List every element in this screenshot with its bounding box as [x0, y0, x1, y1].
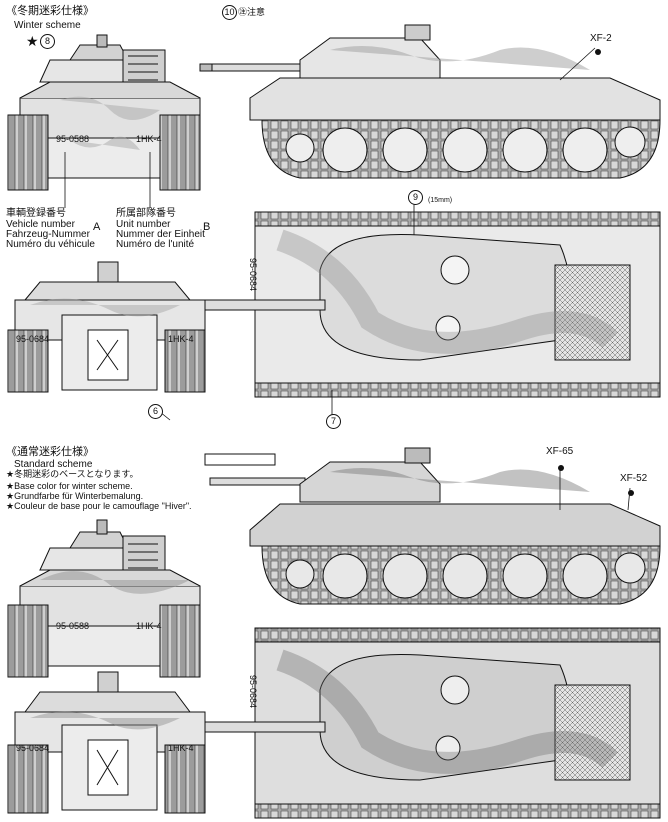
marker-9-note: (15mm) — [428, 197, 453, 204]
vehicle-number-de: Fahrzeug-Nummer — [6, 229, 90, 240]
plate-rear-standard: 95-0684 — [16, 743, 50, 753]
marker-6: 6 — [148, 404, 163, 419]
standard-note-fr: ★Couleur de base pour le camouflage "Hiv… — [6, 501, 192, 511]
paint-pin-xf65 — [558, 465, 564, 471]
standard-side-view — [204, 447, 661, 605]
unit-number-jp: 所属部隊番号 — [116, 208, 176, 219]
unit-front-standard: 1HK-4 — [136, 621, 162, 631]
plate-side-winter: 95-0684 — [248, 258, 258, 292]
marker-9: 9 — [408, 190, 423, 205]
winter-rear-view — [7, 261, 206, 393]
winter-front-view — [7, 34, 201, 191]
plate-rear-winter: 95-0684 — [16, 334, 50, 344]
marker-10: 10 — [222, 5, 237, 20]
marker-8: 8 — [40, 34, 55, 49]
standard-note-en: ★Base color for winter scheme. — [6, 481, 133, 491]
plate-front-standard: 95-0588 — [56, 621, 90, 631]
unit-front-winter: 1HK-4 — [136, 134, 162, 144]
standard-title-jp: 《通常迷彩仕様》 — [6, 445, 94, 458]
marker-7: 7 — [326, 414, 341, 429]
standard-note-de: ★Grundfarbe für Winterbemalung. — [6, 491, 144, 501]
unit-rear-winter: 1HK-4 — [168, 334, 194, 344]
winter-title-jp: 《冬期迷彩仕様》 — [6, 4, 94, 17]
paint-pin-xf52 — [628, 490, 634, 496]
label-a: A — [93, 221, 101, 233]
paint-code-xf65: XF-65 — [546, 446, 574, 457]
winter-top-view — [204, 211, 661, 398]
unit-number-fr: Numéro de l'unité — [116, 239, 195, 250]
standard-top-view — [204, 627, 661, 819]
star-icon: ★ — [26, 33, 39, 49]
unit-number-de: Nummer der Einheit — [116, 229, 205, 240]
vehicle-number-jp: 車輌登録番号 — [6, 208, 66, 219]
paint-pin-xf2 — [595, 49, 601, 55]
winter-title-en: Winter scheme — [14, 20, 81, 31]
standard-rear-view — [7, 671, 206, 814]
label-b: B — [203, 221, 211, 233]
standard-front-view — [7, 519, 201, 678]
winter-side-view — [199, 24, 661, 179]
unit-rear-standard: 1HK-4 — [168, 743, 194, 753]
paint-code-xf52: XF-52 — [620, 473, 648, 484]
paint-code-xf2: XF-2 — [590, 33, 612, 44]
standard-note-jp: ★冬期迷彩のベースとなります。 — [6, 470, 139, 480]
standard-title-en: Standard scheme — [14, 459, 93, 470]
plate-front-winter: 95-0588 — [56, 134, 90, 144]
unit-number-en: Unit number — [116, 219, 171, 230]
marker-10-note: ㊟注意 — [238, 8, 266, 18]
vehicle-number-fr: Numéro du véhicule — [6, 239, 95, 250]
plate-side-standard: 95-0684 — [248, 675, 258, 709]
vehicle-number-en: Vehicle number — [6, 219, 75, 230]
